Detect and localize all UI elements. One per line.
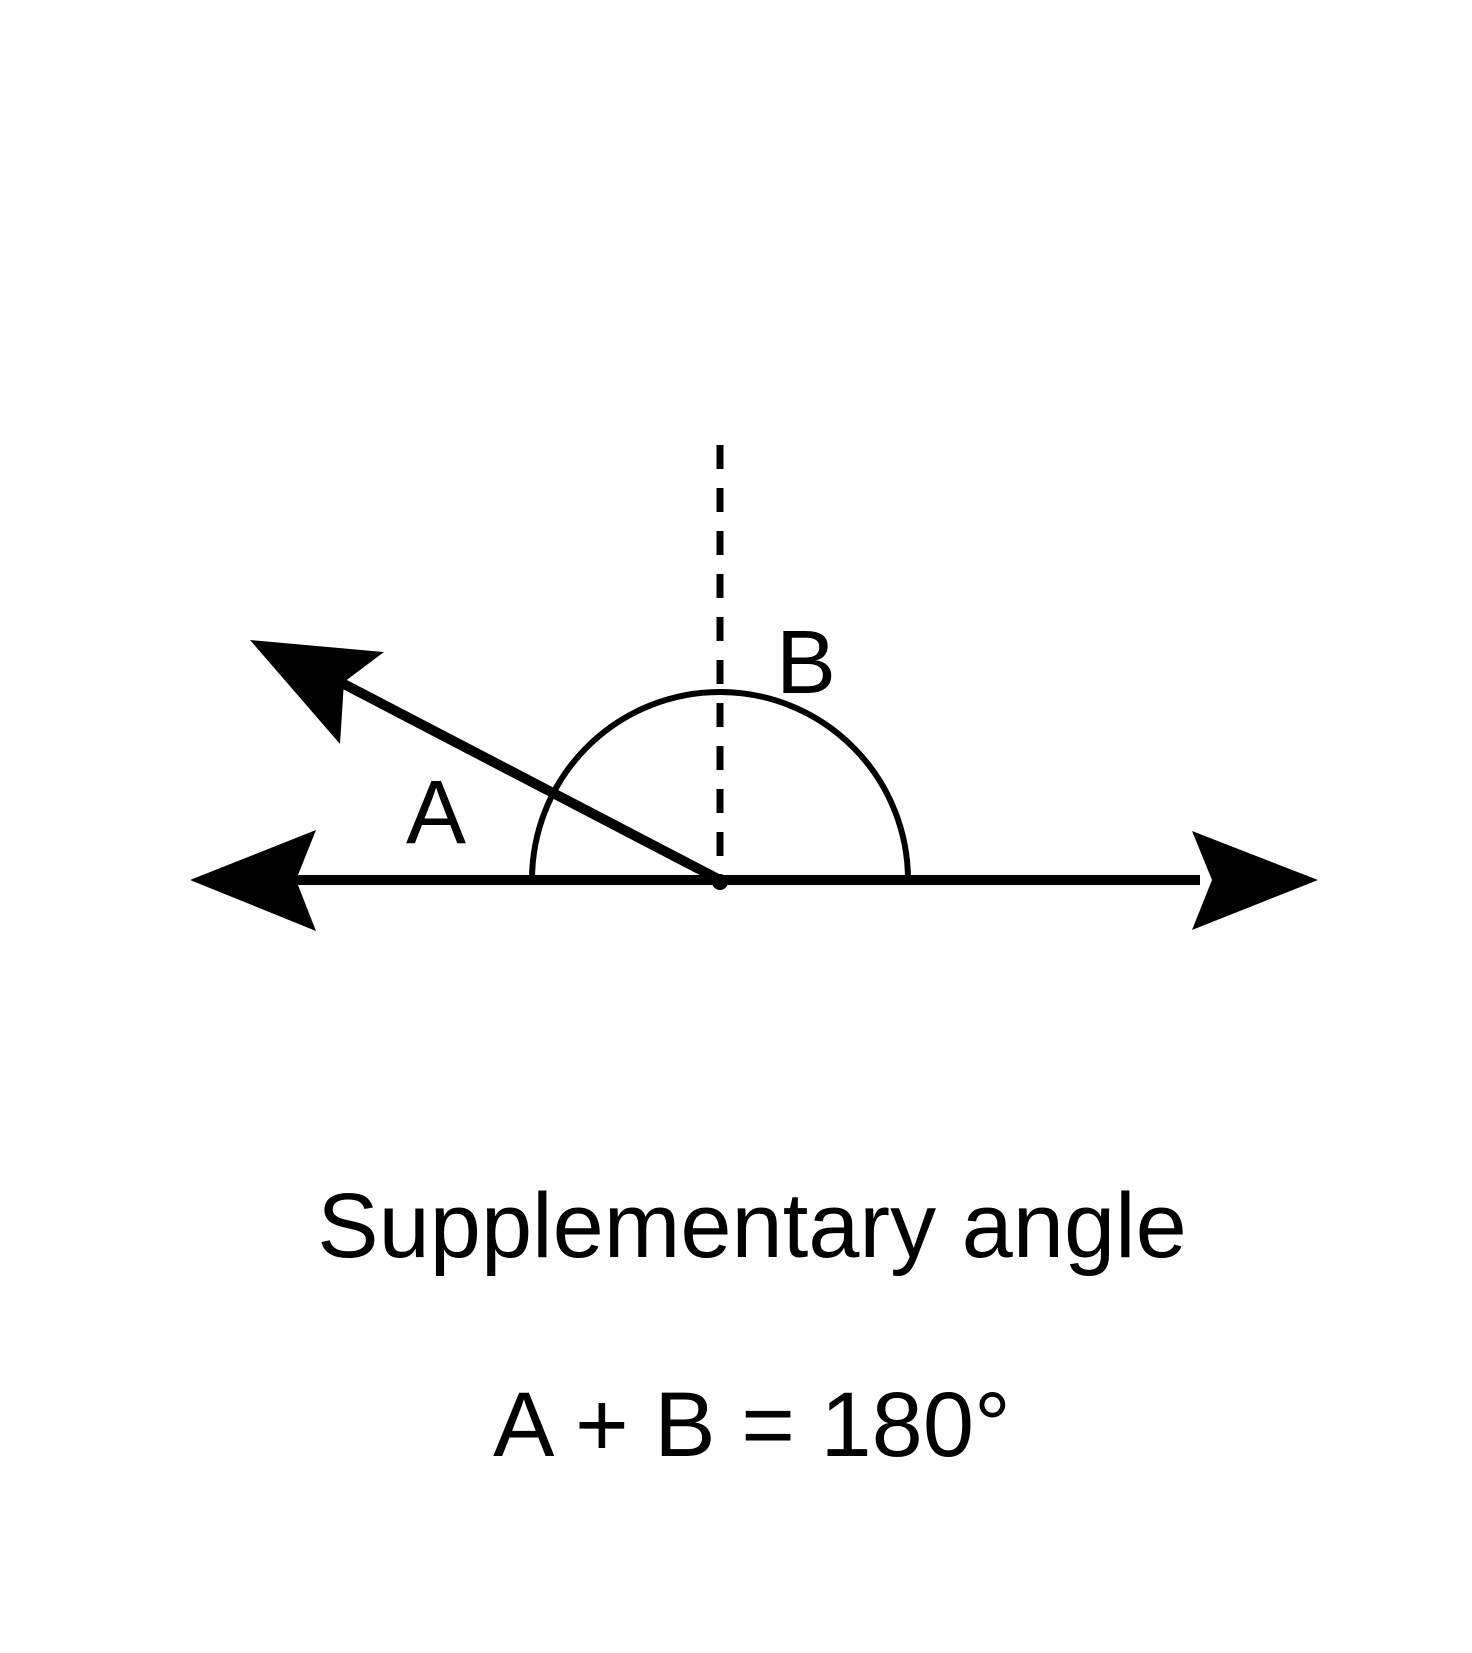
base-line-right-arrowhead	[1192, 831, 1318, 930]
angle-b-label: B	[776, 613, 836, 713]
angle-a-label: A	[406, 763, 466, 863]
slanted-ray	[337, 677, 723, 885]
base-line-left-arrowhead	[190, 830, 316, 931]
vertex-point	[712, 874, 728, 890]
caption-text: Supplementary angle	[317, 1175, 1186, 1277]
equation-text: A + B = 180°	[493, 1374, 1011, 1476]
slanted-ray-arrowhead	[250, 640, 384, 744]
